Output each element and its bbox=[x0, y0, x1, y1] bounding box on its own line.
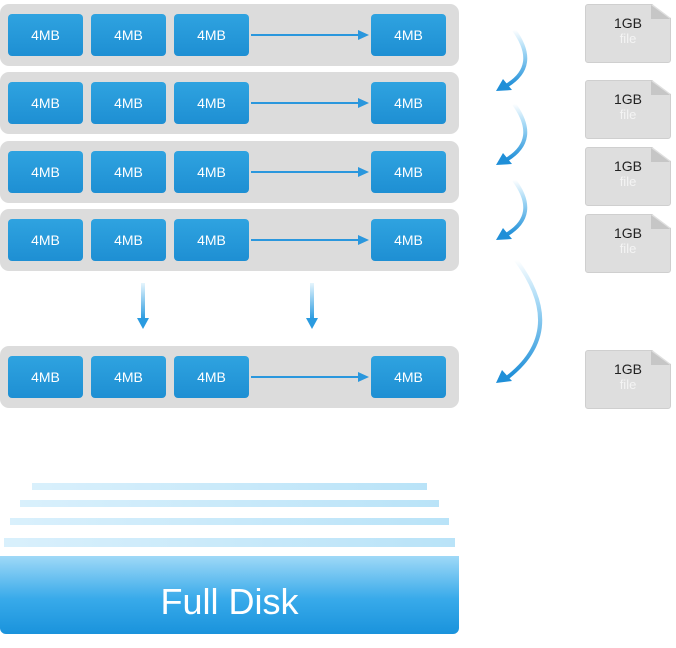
chunk-block: 4MB bbox=[91, 151, 166, 193]
disk-layer-stripe bbox=[20, 500, 439, 507]
file-size-label: 1GB bbox=[613, 15, 642, 31]
arrows-layer bbox=[137, 28, 543, 383]
chunk-row-3: 4MB 4MB 4MB 4MB bbox=[0, 141, 459, 203]
down-arrow-right bbox=[306, 283, 318, 329]
chunk-block: 4MB bbox=[8, 82, 83, 124]
file-icon: 1GB file bbox=[585, 214, 671, 273]
file-kind-label: file bbox=[619, 241, 637, 256]
chunk-block: 4MB bbox=[8, 356, 83, 398]
curved-arrow-4 bbox=[496, 258, 543, 383]
chunk-block: 4MB bbox=[8, 14, 83, 56]
arrow-head-right bbox=[358, 235, 369, 245]
down-arrow-left bbox=[137, 283, 149, 329]
chunk-row-5: 4MB 4MB 4MB 4MB bbox=[0, 346, 459, 408]
continuation-line bbox=[251, 171, 361, 173]
chunk-block: 4MB bbox=[371, 356, 446, 398]
chunk-block: 4MB bbox=[371, 14, 446, 56]
disk-layer-stripe bbox=[10, 518, 449, 525]
arrow-head-right bbox=[358, 98, 369, 108]
curved-arrow-1 bbox=[496, 28, 528, 91]
file-kind-label: file bbox=[619, 31, 637, 46]
chunk-row-2: 4MB 4MB 4MB 4MB bbox=[0, 72, 459, 134]
file-size-label: 1GB bbox=[613, 91, 642, 107]
continuation-line bbox=[251, 102, 361, 104]
chunk-row-4: 4MB 4MB 4MB 4MB bbox=[0, 209, 459, 271]
file-kind-label: file bbox=[619, 174, 637, 189]
file-icon: 1GB file bbox=[585, 4, 671, 63]
curved-arrow-2 bbox=[496, 102, 528, 165]
continuation-line bbox=[251, 34, 361, 36]
chunk-block: 4MB bbox=[174, 82, 249, 124]
file-kind-label: file bbox=[619, 377, 637, 392]
chunk-block: 4MB bbox=[8, 151, 83, 193]
arrow-head-right bbox=[358, 372, 369, 382]
file-icon: 1GB file bbox=[585, 350, 671, 409]
chunk-block: 4MB bbox=[91, 82, 166, 124]
curved-arrow-3 bbox=[496, 178, 528, 240]
chunk-block: 4MB bbox=[371, 82, 446, 124]
chunk-row-1: 4MB 4MB 4MB 4MB bbox=[0, 4, 459, 66]
file-size-label: 1GB bbox=[613, 225, 642, 241]
chunk-block: 4MB bbox=[174, 151, 249, 193]
continuation-line bbox=[251, 376, 361, 378]
arrow-head-right bbox=[358, 167, 369, 177]
chunk-block: 4MB bbox=[91, 219, 166, 261]
file-size-label: 1GB bbox=[613, 158, 642, 174]
continuation-line bbox=[251, 239, 361, 241]
file-kind-label: file bbox=[619, 107, 637, 122]
chunk-block: 4MB bbox=[174, 14, 249, 56]
chunk-block: 4MB bbox=[174, 219, 249, 261]
disk-layer-stripe bbox=[32, 483, 427, 490]
full-disk: Full Disk bbox=[0, 556, 459, 634]
chunk-block: 4MB bbox=[91, 356, 166, 398]
file-icon: 1GB file bbox=[585, 147, 671, 206]
chunk-block: 4MB bbox=[91, 14, 166, 56]
chunk-block: 4MB bbox=[8, 219, 83, 261]
chunk-block: 4MB bbox=[371, 219, 446, 261]
arrow-head-right bbox=[358, 30, 369, 40]
file-size-label: 1GB bbox=[613, 361, 642, 377]
chunk-block: 4MB bbox=[174, 356, 249, 398]
file-icon: 1GB file bbox=[585, 80, 671, 139]
chunk-block: 4MB bbox=[371, 151, 446, 193]
disk-layer-stripe bbox=[4, 538, 455, 547]
